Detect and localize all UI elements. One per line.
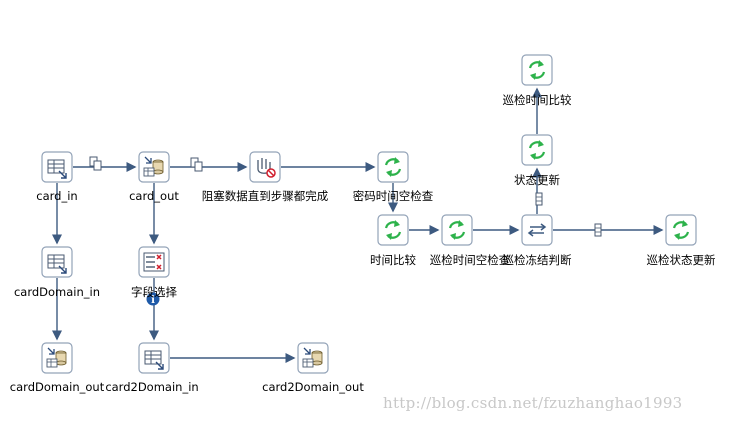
- watermark-text: http://blog.csdn.net/fzuzhanghao1993: [383, 394, 683, 412]
- step-box: [521, 214, 553, 246]
- step-box: [377, 151, 409, 183]
- step-label: 时间比较: [370, 253, 416, 267]
- step-cd_in[interactable]: cardDomain_in: [14, 246, 100, 299]
- info-icon: i: [146, 292, 160, 306]
- step-label: 密码时间空检查: [353, 189, 434, 203]
- step-label: cardDomain_in: [14, 285, 100, 299]
- step-mm_check[interactable]: 密码时间空检查: [353, 151, 434, 203]
- step-label: 字段选择: [131, 285, 177, 299]
- step-block[interactable]: 阻塞数据直到步骤都完成: [202, 151, 329, 203]
- step-field_sel[interactable]: 字段选择: [131, 246, 177, 299]
- transform-cycle-icon: [528, 140, 546, 160]
- step-box: [521, 54, 553, 86]
- copy-icon: [89, 156, 102, 171]
- transform-cycle-icon: [384, 220, 402, 240]
- step-box: [441, 214, 473, 246]
- step-label: 阻塞数据直到步骤都完成: [202, 189, 329, 203]
- table-input-icon: [144, 350, 164, 370]
- step-label: 巡检时间空检查: [430, 253, 511, 267]
- step-label: 巡检状态更新: [647, 253, 716, 267]
- step-box: [521, 134, 553, 166]
- step-label: card_out: [129, 189, 179, 203]
- step-label: card2Domain_out: [262, 380, 364, 394]
- table-output-icon: [302, 347, 323, 368]
- step-label: cardDomain_out: [10, 380, 105, 394]
- step-box: [377, 214, 409, 246]
- step-c2d_in[interactable]: card2Domain_in: [105, 342, 199, 394]
- step-label: 巡检冻结判断: [503, 253, 572, 267]
- step-box: [665, 214, 697, 246]
- transform-cycle-icon: [528, 60, 546, 80]
- step-status_upd[interactable]: 状态更新: [514, 134, 560, 187]
- transform-cycle-icon: [448, 220, 466, 240]
- step-label: 巡检时间比较: [503, 93, 572, 107]
- step-xj_check[interactable]: 巡检时间空检查: [430, 214, 511, 267]
- select-values-icon: [143, 252, 165, 272]
- step-xj_status[interactable]: 巡检状态更新: [647, 214, 716, 267]
- table-output-icon: [46, 347, 67, 368]
- table-input-icon: [47, 159, 67, 179]
- step-box: [249, 151, 281, 183]
- copy-rows-icon: [535, 192, 543, 206]
- table-output-icon: [143, 156, 164, 177]
- step-label: 状态更新: [514, 173, 560, 187]
- switch-case-icon: [527, 223, 547, 237]
- step-card_in[interactable]: card_in: [36, 151, 78, 203]
- table-input-icon: [47, 254, 67, 274]
- block-until-done-icon: [257, 158, 276, 178]
- transform-cycle-icon: [672, 220, 690, 240]
- step-label: card_in: [36, 189, 77, 203]
- copy-rows-icon: [594, 223, 602, 237]
- step-card_out[interactable]: card_out: [129, 151, 179, 203]
- copy-icon: [190, 157, 203, 172]
- step-time_cmp[interactable]: 时间比较: [370, 214, 416, 267]
- transform-cycle-icon: [384, 157, 402, 177]
- hops-layer: i: [52, 87, 664, 363]
- svg-text:i: i: [151, 295, 155, 306]
- step-xj_freeze[interactable]: 巡检冻结判断: [503, 214, 572, 267]
- step-xj_time_cmp[interactable]: 巡检时间比较: [503, 54, 572, 107]
- step-c2d_out[interactable]: card2Domain_out: [262, 342, 364, 394]
- step-label: card2Domain_in: [105, 380, 198, 394]
- step-cd_out[interactable]: cardDomain_out: [10, 342, 105, 394]
